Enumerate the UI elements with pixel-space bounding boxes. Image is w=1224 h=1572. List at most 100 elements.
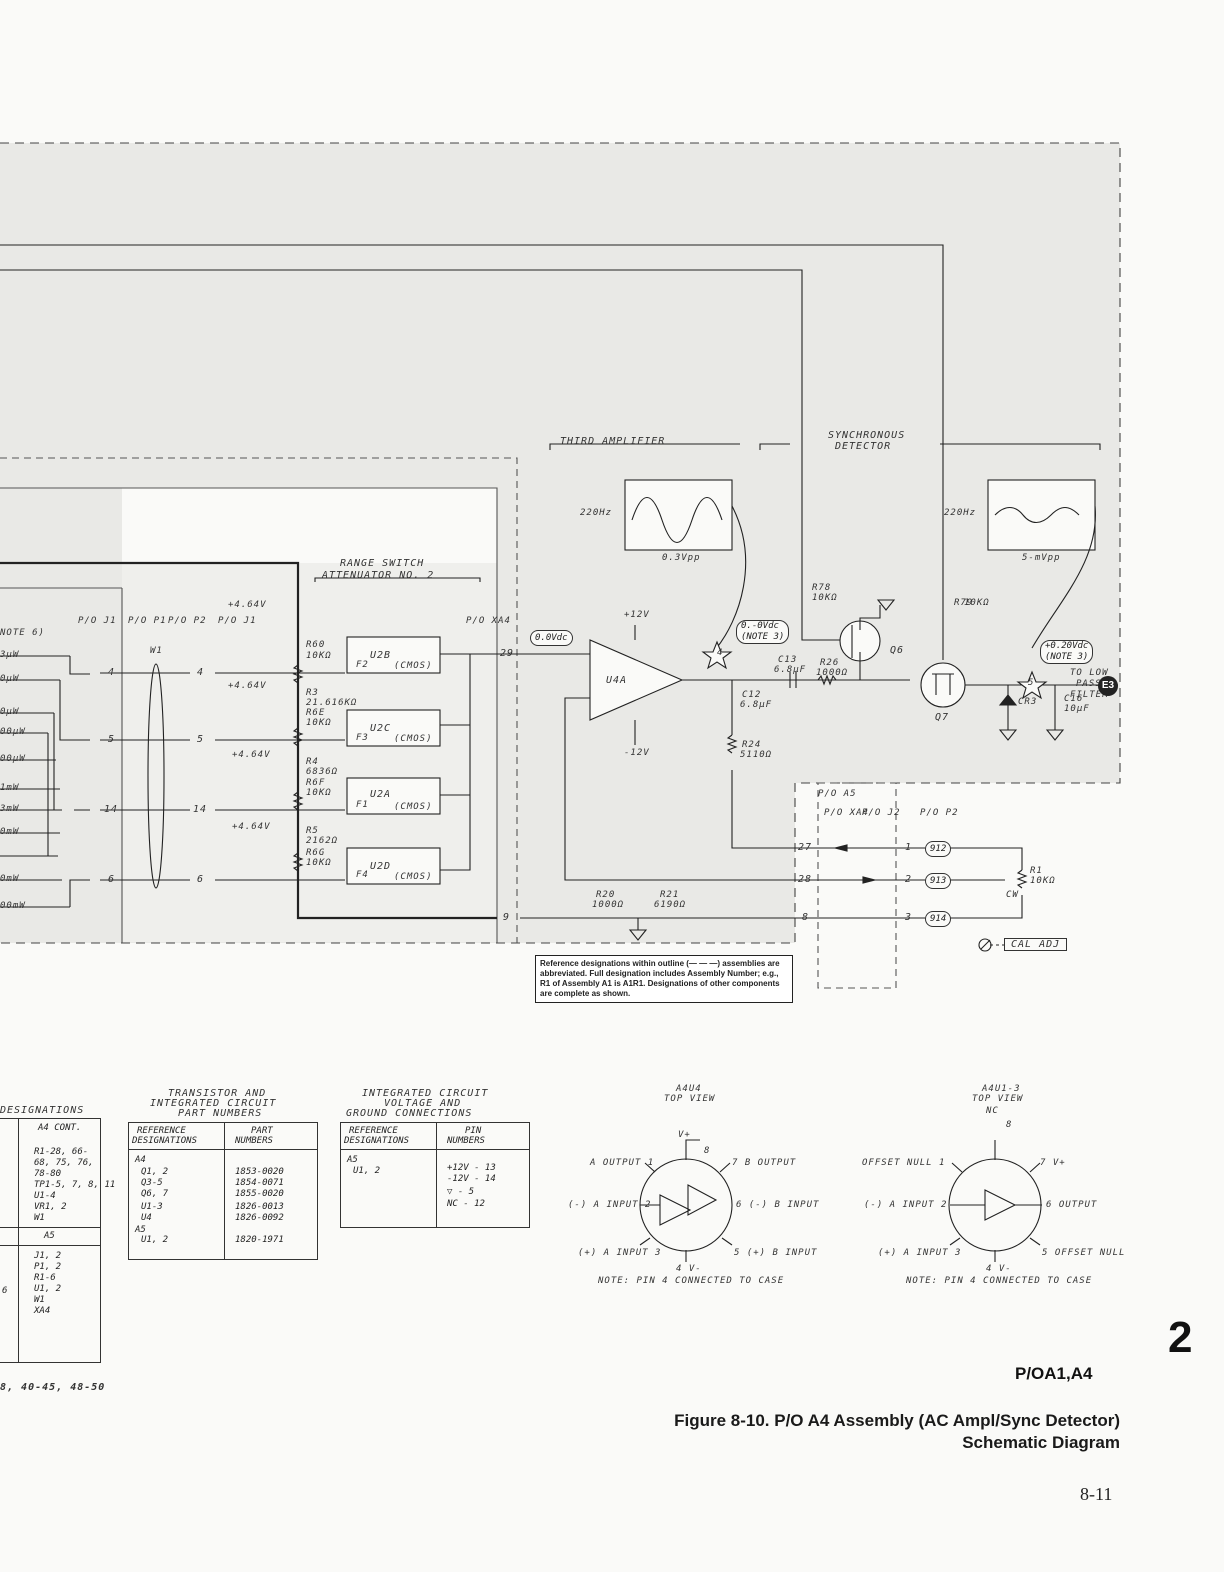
ic1-title: A4U4: [676, 1084, 702, 1094]
ic2-subtitle: TOP VIEW: [972, 1094, 1024, 1104]
left-label: 0μW: [0, 707, 20, 717]
table-header: PIN: [465, 1126, 482, 1136]
table-cell: XA4: [34, 1306, 51, 1316]
connector-po-p2: P/O P2: [168, 616, 207, 626]
ic2-pin-label: (-) A INPUT 2: [864, 1200, 948, 1210]
r21-label: R21: [660, 890, 680, 900]
cal-adj-label: CAL ADJ: [1004, 938, 1068, 951]
left-label: 00μW: [0, 754, 26, 764]
page-number: 8-11: [1080, 1484, 1113, 1504]
left-label-note: NOTE 6): [0, 628, 45, 638]
bubble-line-1: 0.-0Vdc: [741, 621, 779, 631]
to-lpf-label-2: PASS: [1076, 679, 1102, 689]
r60-label: R60: [306, 640, 326, 650]
r1-value: 10KΩ: [1030, 876, 1056, 886]
reference-designation-note: Reference designations within outline (—…: [535, 955, 793, 1003]
voltage-bubble: +0.20Vdc(NOTE 3): [1040, 640, 1094, 664]
r5-label: R5: [306, 826, 319, 836]
c13-value: 6.8μF: [774, 665, 807, 675]
u4a-label: U4A: [606, 675, 628, 686]
pin-28: 28: [798, 874, 813, 885]
r3-value: 21.616KΩ: [306, 698, 358, 708]
r21-value: 6190Ω: [654, 900, 687, 910]
table-cell: A5: [44, 1231, 55, 1241]
table-cell: W1: [34, 1295, 45, 1305]
r6f-value: 10KΩ: [306, 788, 332, 798]
table-cell: +12V - 13: [447, 1163, 496, 1173]
c16-value: 10μF: [1064, 704, 1090, 714]
r6g-value: 10KΩ: [306, 858, 332, 868]
r20-label: R20: [596, 890, 616, 900]
c12-value: 6.8μF: [740, 700, 773, 710]
test-point-4: 4: [717, 648, 724, 658]
cmos-label: (CMOS): [394, 661, 433, 671]
to-lpf-label-3: FILTER: [1070, 690, 1109, 700]
pin-label: 4: [108, 667, 116, 678]
pin-label: 14: [104, 804, 119, 815]
voltage-bubble: 0.-0Vdc(NOTE 3): [736, 620, 790, 644]
ground-table-title-1: INTEGRATED CIRCUIT: [362, 1088, 489, 1099]
scope2-ampl: 5-mVpp: [1022, 553, 1061, 563]
r4-value: 6836Ω: [306, 767, 339, 777]
ic1-pin8: 8: [704, 1146, 711, 1156]
pin-3: 3: [905, 912, 913, 923]
table-cell: 1855-0020: [235, 1189, 284, 1199]
r1-label: R1: [1030, 866, 1043, 876]
range-switch-label: RANGE SWITCH: [340, 558, 425, 569]
r78-value: 10KΩ: [812, 593, 838, 603]
ic2-pin-label: OFFSET NULL 1: [862, 1158, 946, 1168]
table-cell-text: - 5: [457, 1187, 475, 1197]
table-cell: R1-6: [34, 1273, 56, 1283]
wire-913: 913: [925, 873, 952, 889]
r24-label: R24: [742, 740, 762, 750]
table-header: REFERENCE: [137, 1126, 186, 1136]
scope1-ampl: 0.3Vpp: [662, 553, 701, 563]
ic2-title: A4U1-3: [982, 1084, 1021, 1094]
table-cell: U1-4: [34, 1191, 56, 1201]
bubble-line-1: +0.20Vdc: [1045, 641, 1089, 651]
pin-29: 29: [500, 648, 515, 659]
ic2-nc: NC: [986, 1106, 999, 1116]
pin-label: 14: [193, 804, 208, 815]
ground-connections-table: REFERENCE DESIGNATIONS PIN NUMBERS A5 U1…: [340, 1122, 530, 1228]
r6e-value: 10KΩ: [306, 718, 332, 728]
cable-w1: W1: [150, 646, 163, 656]
table-cell: 1820-1971: [235, 1235, 284, 1245]
plus-12v-label: +12V: [624, 610, 650, 620]
cmos-label: (CMOS): [394, 872, 433, 882]
pin-27: 27: [798, 842, 813, 853]
e3-terminal: E3: [1098, 676, 1118, 696]
ic1-pin-label: (-) A INPUT 2: [568, 1200, 652, 1210]
c13-label: C13: [778, 655, 798, 665]
cmos-label: (CMOS): [394, 734, 433, 744]
left-label: 1mW: [0, 783, 20, 793]
ic1-pin-label: (+) A INPUT 3: [578, 1248, 662, 1258]
voltage-label: +4.64V: [232, 822, 271, 832]
u2a-label: U2A: [370, 789, 392, 800]
table-cell: A4: [135, 1155, 146, 1165]
r60-value: 10KΩ: [306, 651, 332, 661]
part-table-title-3: PART NUMBERS: [178, 1108, 263, 1119]
table-cell: 1853-0020: [235, 1167, 284, 1177]
sync-detector-label-1: SYNCHRONOUS: [828, 430, 906, 441]
left-label: 3mW: [0, 804, 20, 814]
voltage-label: +4.64V: [232, 750, 271, 760]
table-cell: Q1, 2: [141, 1167, 169, 1177]
ref-designations-table: A4 CONT. R1-28, 66- 68, 75, 76, 78-80 TP…: [0, 1118, 115, 1363]
ic2-vminus: 4 V-: [986, 1264, 1012, 1274]
ic2-pin-label: 5 OFFSET NULL: [1042, 1248, 1126, 1258]
pin-2: 2: [905, 874, 913, 885]
test-point-5: 5: [1028, 678, 1035, 688]
left-label: 00μW: [0, 727, 26, 737]
left-label: 0mW: [0, 874, 20, 884]
table-cell: ▽ - 5: [447, 1187, 474, 1197]
table-cell: -12V - 14: [447, 1174, 496, 1184]
connector-po-a5: P/O A5: [818, 789, 857, 799]
table-cell: VR1, 2: [34, 1202, 67, 1212]
c12-label: C12: [742, 690, 762, 700]
ground-table-title-2: VOLTAGE AND: [384, 1098, 462, 1109]
table-cell: P1, 2: [34, 1262, 62, 1272]
r6e-label: R6E: [306, 708, 326, 718]
c16-label: C16: [1064, 694, 1084, 704]
r79-value: 10KΩ: [964, 598, 990, 608]
